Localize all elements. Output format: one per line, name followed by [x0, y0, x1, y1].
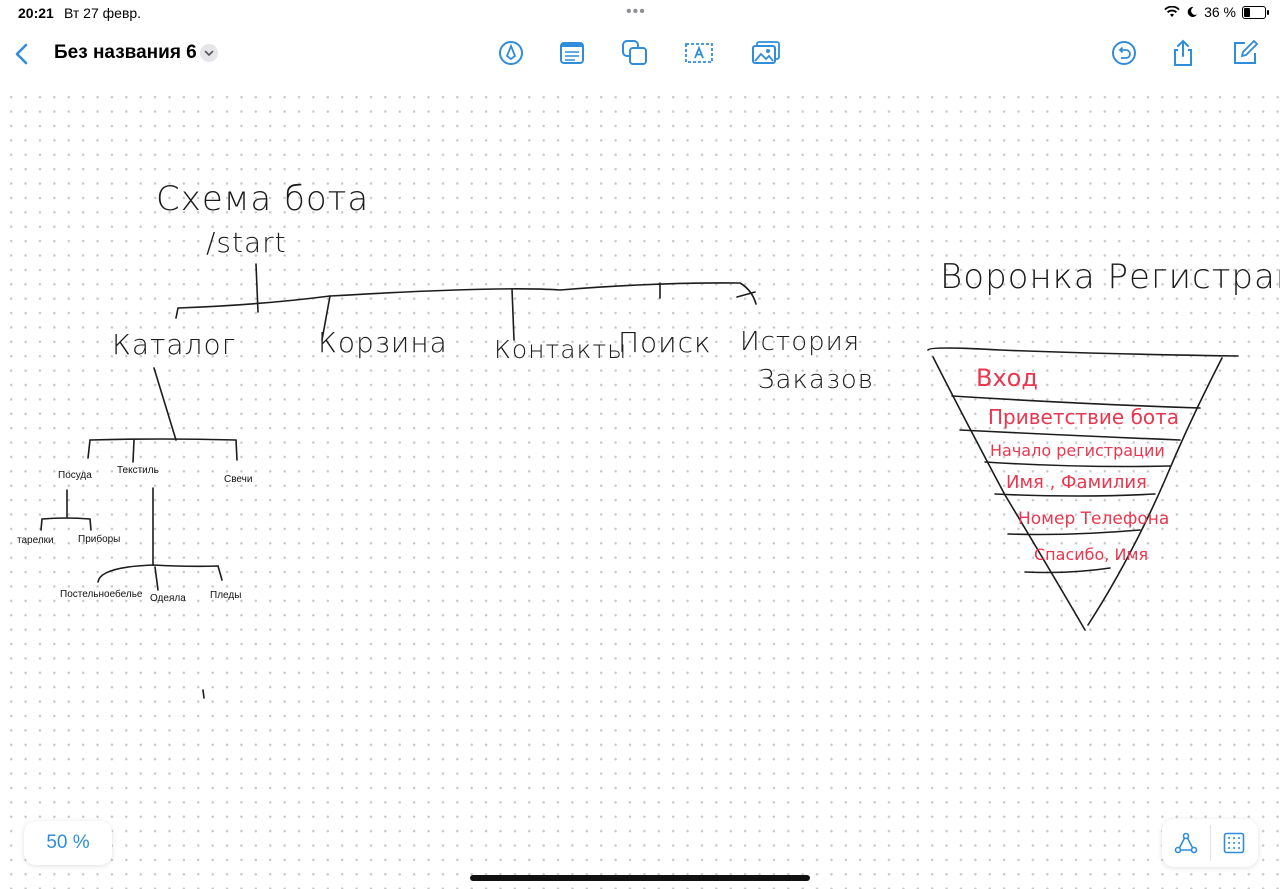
- home-indicator[interactable]: [470, 875, 810, 881]
- dropdown-chevron-icon[interactable]: [200, 44, 218, 62]
- catalog-item-candles: Свечи: [224, 474, 252, 485]
- battery-level: [1244, 7, 1250, 17]
- media-icon[interactable]: [751, 38, 781, 68]
- bottom-tools: [1162, 819, 1258, 867]
- start-command: /start: [206, 226, 287, 259]
- edit-icon[interactable]: [1230, 38, 1260, 68]
- status-date: Вт 27 февр.: [64, 5, 142, 21]
- back-chevron-icon[interactable]: [10, 40, 36, 68]
- menu-contacts: Контакты: [494, 335, 627, 364]
- menu-search: Поиск: [618, 326, 712, 359]
- hand-drawn-lines: [40, 263, 1239, 699]
- funnel-title: Воронка Регистрации: [940, 257, 1280, 297]
- funnel-step-4: Имя , Фамилия: [1006, 472, 1147, 493]
- textile-item-bedding: Постельноебелье: [60, 588, 143, 600]
- posuda-item-plates: тарелки: [17, 535, 54, 546]
- posuda-item-cutlery: Приборы: [78, 533, 120, 545]
- dot-grid-canvas[interactable]: [0, 84, 1280, 889]
- status-right: 36 %: [1164, 4, 1269, 20]
- multitasking-dots-icon[interactable]: •••: [626, 3, 646, 20]
- text-label-icon[interactable]: [684, 38, 714, 68]
- funnel-step-6: Спасибо, Имя: [1034, 545, 1148, 564]
- funnel-group: Воронка Регистрации Вход Приветствие бот…: [940, 257, 1280, 564]
- catalog-item-posuda: Посуда: [58, 470, 92, 481]
- textile-item-blankets: Одеяла: [150, 593, 186, 604]
- shapes-icon[interactable]: [620, 38, 650, 68]
- pen-tool-icon[interactable]: [496, 38, 526, 68]
- catalog-item-textile: Текстиль: [117, 465, 159, 476]
- menu-cart: Корзина: [318, 326, 448, 359]
- funnel-step-2: Приветствие бота: [988, 405, 1179, 429]
- scheme-title: Схема бота: [156, 179, 369, 219]
- battery-percent: 36 %: [1204, 4, 1236, 20]
- zoom-level-button[interactable]: 50 %: [24, 821, 112, 865]
- moon-icon: [1187, 6, 1198, 17]
- zoom-level-label: 50 %: [46, 832, 90, 853]
- document-title[interactable]: Без названия 6: [54, 42, 197, 63]
- menu-catalog: Каталог: [112, 328, 236, 361]
- wifi-icon: [1164, 6, 1180, 17]
- grid-icon[interactable]: [1222, 831, 1246, 855]
- toolbar: Без названия 6: [0, 30, 1280, 78]
- text-box-icon[interactable]: [557, 38, 587, 68]
- textile-item-plaids: Пледы: [210, 590, 241, 601]
- undo-icon[interactable]: [1109, 38, 1139, 68]
- scheme-title-group: Схема бота /start Каталог Корзина Контак…: [112, 179, 874, 395]
- funnel-step-1: Вход: [976, 364, 1038, 392]
- connector-icon[interactable]: [1174, 831, 1198, 855]
- tools-divider: [1210, 825, 1211, 861]
- status-bar: 20:21 Вт 27 февр. ••• 36 %: [0, 0, 1280, 26]
- status-time: 20:21: [18, 5, 54, 21]
- funnel-step-5: Номер Телефона: [1018, 509, 1169, 529]
- funnel-step-3: Начало регистрации: [990, 441, 1165, 460]
- battery-icon: [1242, 5, 1269, 19]
- menu-history: История: [740, 327, 860, 357]
- share-icon[interactable]: [1168, 38, 1198, 68]
- menu-orders: Заказов: [758, 365, 874, 395]
- catalog-tree: Посуда Текстиль Свечи тарелки Приборы По…: [17, 465, 252, 604]
